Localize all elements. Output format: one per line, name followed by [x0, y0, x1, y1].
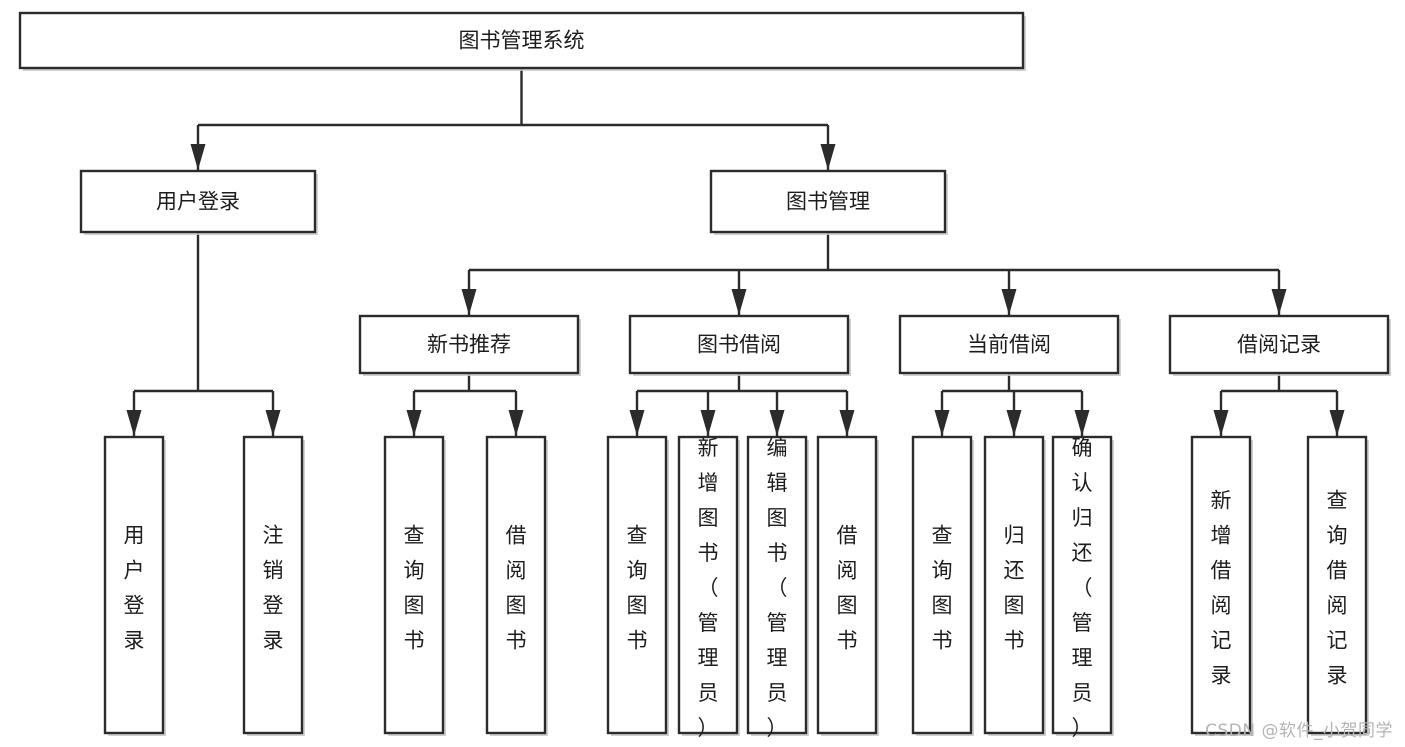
node-box[interactable] [709, 169, 947, 234]
node-label: 用户登录 [124, 523, 145, 652]
node-leaf-edit-book[interactable]: 编辑图书（管理员） [746, 435, 809, 740]
edge-group-root [190, 68, 836, 170]
node-box[interactable] [746, 435, 808, 735]
node-box[interactable] [242, 435, 304, 735]
node-book-manage[interactable]: 图书管理 [709, 169, 948, 235]
node-current-borrow[interactable]: 当前借阅 [898, 314, 1121, 376]
node-label: 注销登录 [263, 523, 284, 652]
node-box[interactable] [383, 435, 445, 735]
node-label: 查询图书 [404, 523, 425, 652]
node-leaf-query-book-borrow[interactable]: 查询图书 [606, 435, 669, 736]
node-label: 归还图书 [1004, 523, 1025, 652]
node-box[interactable] [911, 435, 973, 735]
node-box[interactable] [79, 169, 317, 234]
node-box[interactable] [1306, 435, 1368, 735]
node-label: 图书管理系统 [459, 29, 585, 53]
node-new-book-rec[interactable]: 新书推荐 [358, 314, 581, 376]
node-leaf-query-book-rec[interactable]: 查询图书 [383, 435, 446, 736]
node-leaf-user-login[interactable]: 用户登录 [103, 435, 166, 736]
node-leaf-borrow-book[interactable]: 借阅图书 [816, 435, 879, 736]
node-label: 新增借阅记录 [1211, 488, 1232, 687]
node-leaf-logout[interactable]: 注销登录 [242, 435, 305, 736]
node-box[interactable] [677, 435, 739, 735]
edge-group-new-book-rec [406, 373, 524, 436]
node-box[interactable] [983, 435, 1045, 735]
node-label: 当前借阅 [967, 333, 1051, 357]
edge-layer [126, 68, 1345, 436]
node-borrow-record[interactable]: 借阅记录 [1168, 314, 1391, 376]
node-label: 借阅图书 [837, 523, 858, 652]
node-box[interactable] [898, 314, 1120, 375]
edge-group-user-login [126, 232, 281, 436]
node-label: 新书推荐 [427, 333, 511, 357]
node-layer: 图书管理系统用户登录图书管理新书推荐图书借阅当前借阅借阅记录用户登录注销登录查询… [18, 11, 1391, 740]
node-leaf-query-record[interactable]: 查询借阅记录 [1306, 435, 1369, 736]
node-label: 借阅记录 [1237, 333, 1321, 357]
node-leaf-return-book[interactable]: 归还图书 [983, 435, 1046, 736]
node-box[interactable] [1051, 435, 1113, 735]
node-leaf-add-book[interactable]: 新增图书（管理员） [677, 435, 740, 740]
edge-group-book-borrow [629, 373, 855, 436]
node-book-borrow[interactable]: 图书借阅 [628, 314, 851, 376]
node-label: 图书管理 [786, 190, 870, 214]
node-leaf-query-book-cur[interactable]: 查询图书 [911, 435, 974, 736]
node-box[interactable] [1190, 435, 1252, 735]
node-label: 借阅图书 [506, 523, 527, 652]
node-label: 编辑图书（管理员） [767, 436, 788, 740]
node-box[interactable] [18, 11, 1025, 70]
node-box[interactable] [485, 435, 547, 735]
node-leaf-add-record[interactable]: 新增借阅记录 [1190, 435, 1253, 736]
node-box[interactable] [358, 314, 580, 375]
edge-group-borrow-record [1213, 373, 1345, 436]
node-box[interactable] [1168, 314, 1390, 375]
node-label: 查询借阅记录 [1327, 488, 1348, 687]
node-label: 查询图书 [932, 523, 953, 652]
node-box[interactable] [606, 435, 668, 735]
node-label: 新增图书（管理员） [698, 436, 719, 740]
node-leaf-borrow-book-rec[interactable]: 借阅图书 [485, 435, 548, 736]
node-label: 查询图书 [627, 523, 648, 652]
edge-group-book-manage [461, 232, 1287, 315]
node-label: 用户登录 [156, 190, 240, 214]
node-root[interactable]: 图书管理系统 [18, 11, 1026, 71]
node-box[interactable] [103, 435, 165, 735]
node-leaf-confirm-return[interactable]: 确认归还（管理员） [1051, 435, 1114, 740]
node-user-login[interactable]: 用户登录 [79, 169, 318, 235]
node-box[interactable] [628, 314, 850, 375]
edge-group-current-borrow [934, 373, 1090, 436]
node-box[interactable] [816, 435, 878, 735]
node-label: 确认归还（管理员） [1072, 436, 1093, 740]
node-label: 图书借阅 [697, 333, 781, 357]
